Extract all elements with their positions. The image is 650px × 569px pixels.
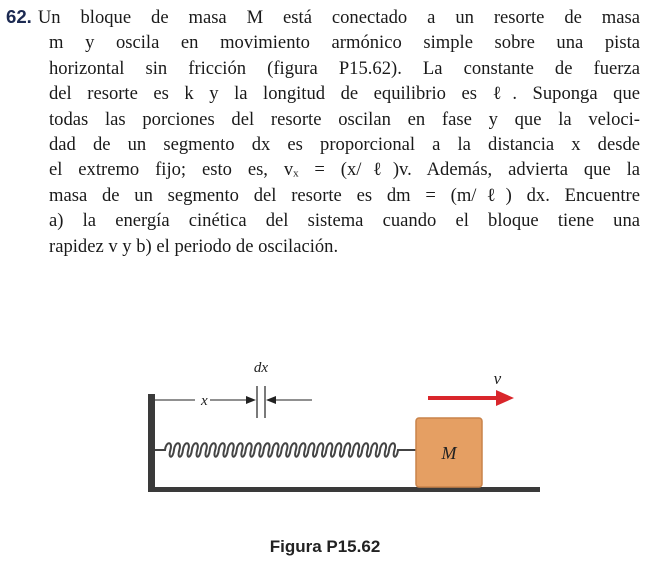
velocity-label: v⃗ [494,369,515,388]
floor [148,487,540,492]
problem-line: el extremo fijo; esto es, vₓ = (x/ℓ)v. A… [49,159,640,181]
problem-62: 62.Un bloque de masa M está conectado a … [6,4,640,259]
problem-line: dad de un segmento dx es proporcional a … [49,134,640,156]
problem-line: a) la energía cinética del sistema cuand… [49,210,640,232]
mass-block [415,417,483,488]
wall [148,394,155,490]
mass-label: M [441,443,458,463]
x-label: x [200,393,208,409]
problem-line: rapidez v y b) el periodo de oscilación. [49,235,339,257]
x-arrowhead-icon [246,396,256,404]
dx-label: dx [254,360,269,376]
problem-line: del resorte es k y la longitud de equili… [49,83,640,105]
problem-number: 62. [6,6,32,27]
problem-line: horizontal sin fricción (figura P15.62).… [49,57,640,79]
spring-mass-figure: M v⃗ x dx [110,350,540,500]
figure-caption: Figura P15.62 [269,537,381,556]
problem-line: todas las porciones del resorte oscilan … [49,108,640,130]
spring [155,442,416,458]
problem-line: masa de un segmento del resorte es dm = … [49,184,640,206]
dx-arrowhead-icon [266,396,276,404]
problem-line: 62.Un bloque de masa M está conectado a … [6,6,640,28]
problem-line: m y oscila en movimiento armónico simple… [49,32,640,54]
velocity-arrowhead [496,390,514,406]
